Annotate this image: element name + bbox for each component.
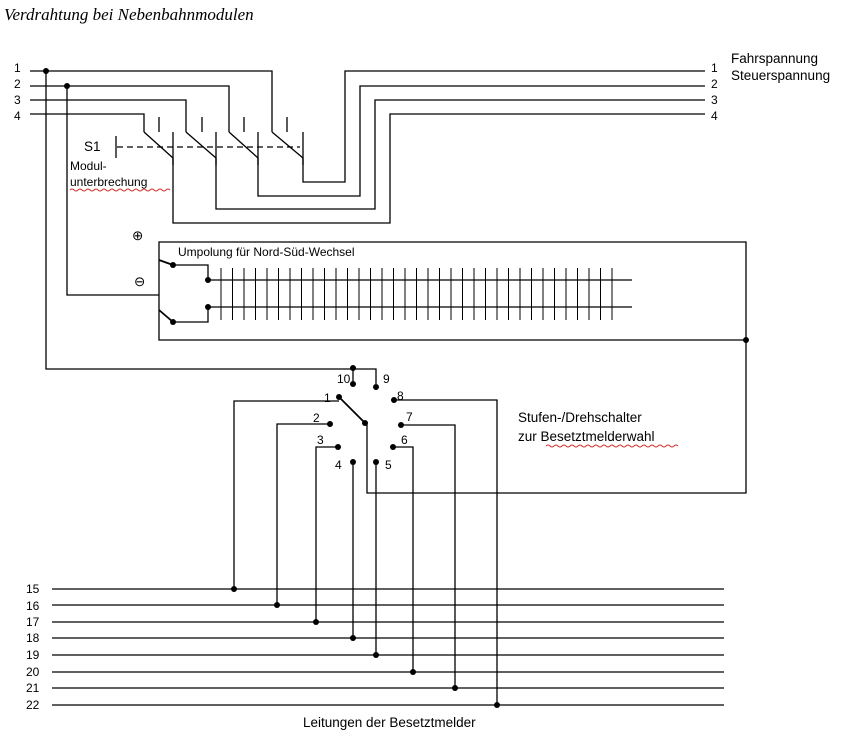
right-bus-number: 1 [711, 61, 718, 75]
rotary-label-line1: Stufen-/Drehschalter [518, 410, 642, 425]
detector-line-number: 22 [26, 698, 40, 712]
wire-4-left [30, 113, 145, 132]
right-bus-number: 4 [711, 109, 718, 123]
detector-line-number: 16 [26, 599, 40, 613]
rotary-label-line2: zur Besetztmelderwahl [518, 429, 655, 444]
wire-4-right [172, 113, 705, 224]
diagram-title: Verdrahtung bei Nebenbahnmodulen [4, 5, 254, 24]
wire-2-right [257, 85, 705, 197]
rotary-pos-8: 8 [397, 389, 404, 403]
left-bus-number: 3 [14, 93, 21, 107]
minus-symbol: ⊖ [134, 274, 145, 289]
wire-1-left [30, 70, 273, 132]
rotary-pos-4: 4 [335, 458, 342, 472]
left-bus-number: 1 [14, 61, 21, 75]
detector-line-number: 15 [26, 582, 40, 596]
bus-wires [30, 70, 705, 224]
detector-line-number: 20 [26, 665, 40, 679]
wire-3-right [215, 99, 705, 210]
right-bus-number: 3 [711, 93, 718, 107]
track-sleepers [220, 268, 613, 320]
detector-caption: Leitungen der Besetztmelder [303, 715, 476, 730]
wire-2-left [30, 85, 230, 132]
wire-1-right [302, 70, 705, 183]
detector-lines [52, 586, 724, 708]
left-bus-number: 4 [14, 109, 21, 123]
polarity-label: Umpolung für Nord-Süd-Wechsel [178, 245, 355, 259]
detector-line-number: 19 [26, 648, 40, 662]
detector-line-number: 17 [26, 615, 40, 629]
rotary-pos-10: 10 [337, 372, 351, 386]
s1-desc-line2: unterbrechung [70, 175, 147, 189]
fahrspannung-label: Fahrspannung [731, 51, 818, 66]
spellcheck-squiggle [69, 188, 171, 192]
left-bus-numbers: 1 2 3 4 [14, 61, 21, 123]
s1-label: S1 [84, 139, 101, 154]
rotary-pos-2: 2 [313, 411, 320, 425]
rotary-pos-9: 9 [383, 372, 390, 386]
s1-desc-line1: Modul- [70, 159, 107, 173]
right-bus-numbers: 1 2 3 4 [711, 61, 718, 123]
plus-symbol: ⊕ [132, 228, 143, 243]
rotary-pos-7: 7 [406, 410, 413, 424]
right-bus-number: 2 [711, 77, 718, 91]
detector-line-numbers: 15 16 17 18 19 20 21 22 [26, 582, 40, 712]
wire-3-left [30, 99, 187, 132]
rotary-pos-5: 5 [385, 458, 392, 472]
rotary-pos-3: 3 [317, 433, 324, 447]
rotary-pos-1: 1 [324, 391, 331, 405]
left-bus-number: 2 [14, 77, 21, 91]
rotary-pos-6: 6 [401, 433, 408, 447]
steuerspannung-label: Steuerspannung [731, 68, 830, 83]
detector-line-number: 21 [26, 681, 40, 695]
rotary-switch [43, 68, 498, 705]
s1-switch [115, 117, 304, 165]
detector-line-number: 18 [26, 631, 40, 645]
